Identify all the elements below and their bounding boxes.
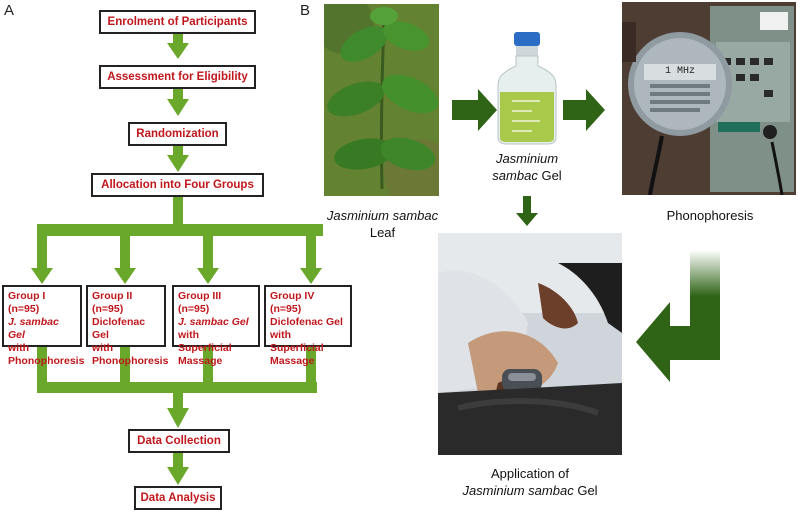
flow-arrow xyxy=(167,145,189,172)
gel-caption-italic: Jasminium sambac xyxy=(492,151,559,183)
step-eligibility: Assessment for Eligibility xyxy=(99,65,256,89)
dark-arrow-down xyxy=(516,196,538,226)
group-treatment-connector: with xyxy=(92,342,113,354)
application-caption-line1: Application of xyxy=(490,466,570,481)
leaf-caption-italic: Jasminium sambac xyxy=(326,208,439,223)
ultrasound-device-photo: 1 MHz xyxy=(622,2,796,195)
flow-connector xyxy=(203,347,213,382)
group-box-1: Group I (n=95) J. sambac Gel with Phonop… xyxy=(2,285,84,367)
group-treatment: Diclofenac Gel xyxy=(92,316,146,341)
flow-arrow xyxy=(167,393,189,428)
leaf-caption-plain: Leaf xyxy=(369,225,396,240)
flow-arrow xyxy=(167,453,189,485)
leaf-caption: Jasminium sambac Leaf xyxy=(325,207,440,241)
jasmine-leaf-photo xyxy=(324,4,439,196)
group-modality: Massage xyxy=(270,355,315,367)
group-box-4: Group IV (n=95) Diclofenac Gel with Supe… xyxy=(264,285,352,367)
group-treatment: J. sambac Gel xyxy=(8,316,59,341)
group-treatment-connector: with Superficial xyxy=(270,329,324,354)
group-title: Group IV (n=95) xyxy=(270,290,315,315)
device-image xyxy=(622,2,796,195)
group-treatment: J. sambac Gel xyxy=(178,316,249,328)
group-box-2: Group II (n=95) Diclofenac Gel with Phon… xyxy=(86,285,168,367)
group-title: Group III (n=95) xyxy=(178,290,222,315)
flow-arrow xyxy=(31,236,53,284)
application-caption-plain: Gel xyxy=(577,483,598,498)
group-modality: Phonophoresis xyxy=(8,355,85,367)
flow-arrow xyxy=(300,236,322,284)
flow-connector xyxy=(306,347,316,382)
group-modality: Massage xyxy=(178,355,223,367)
step-randomization: Randomization xyxy=(128,122,227,146)
group-treatment: Diclofenac Gel xyxy=(270,316,343,328)
gel-bottle-image xyxy=(492,30,562,145)
group-modality: Phonophoresis xyxy=(92,355,169,367)
phonophoresis-caption: Phonophoresis xyxy=(666,208,754,223)
panel-b-label: B xyxy=(300,2,311,19)
flow-arrow xyxy=(114,236,136,284)
flow-connector xyxy=(173,196,183,224)
flow-connector xyxy=(37,224,323,236)
application-caption: Application of Jasminium sambac Gel xyxy=(440,465,620,499)
group-treatment-connector: with Superficial xyxy=(178,329,232,354)
flow-connector xyxy=(37,347,47,382)
flow-arrow xyxy=(167,88,189,116)
application-caption-italic: Jasminium sambac xyxy=(462,483,574,498)
flow-connector xyxy=(120,347,130,382)
panel-a-label: A xyxy=(4,2,15,19)
device-frequency-label: 1 MHz xyxy=(664,66,695,77)
step-data-collection: Data Collection xyxy=(128,429,230,453)
flow-arrow xyxy=(167,33,189,59)
bottle-icon xyxy=(497,32,557,145)
group-box-3: Group III (n=95) J. sambac Gel with Supe… xyxy=(172,285,260,367)
group-title: Group II (n=95) xyxy=(92,290,133,315)
step-enrolment: Enrolment of Participants xyxy=(99,10,256,34)
gel-caption: Jasminium sambac Gel xyxy=(472,150,582,184)
step-allocation: Allocation into Four Groups xyxy=(91,173,264,197)
flow-connector xyxy=(37,382,317,393)
gel-caption-plain: Gel xyxy=(541,168,562,183)
dark-arrow-right xyxy=(563,89,605,131)
curved-return-arrow xyxy=(636,250,720,382)
step-data-analysis: Data Analysis xyxy=(134,486,222,510)
leaf-image xyxy=(324,4,439,196)
group-treatment-connector: with xyxy=(8,342,29,354)
flow-arrow xyxy=(197,236,219,284)
gel-application-photo xyxy=(438,233,622,455)
application-image xyxy=(438,233,622,455)
group-title: Group I (n=95) xyxy=(8,290,46,315)
dark-arrow-right xyxy=(452,89,497,131)
